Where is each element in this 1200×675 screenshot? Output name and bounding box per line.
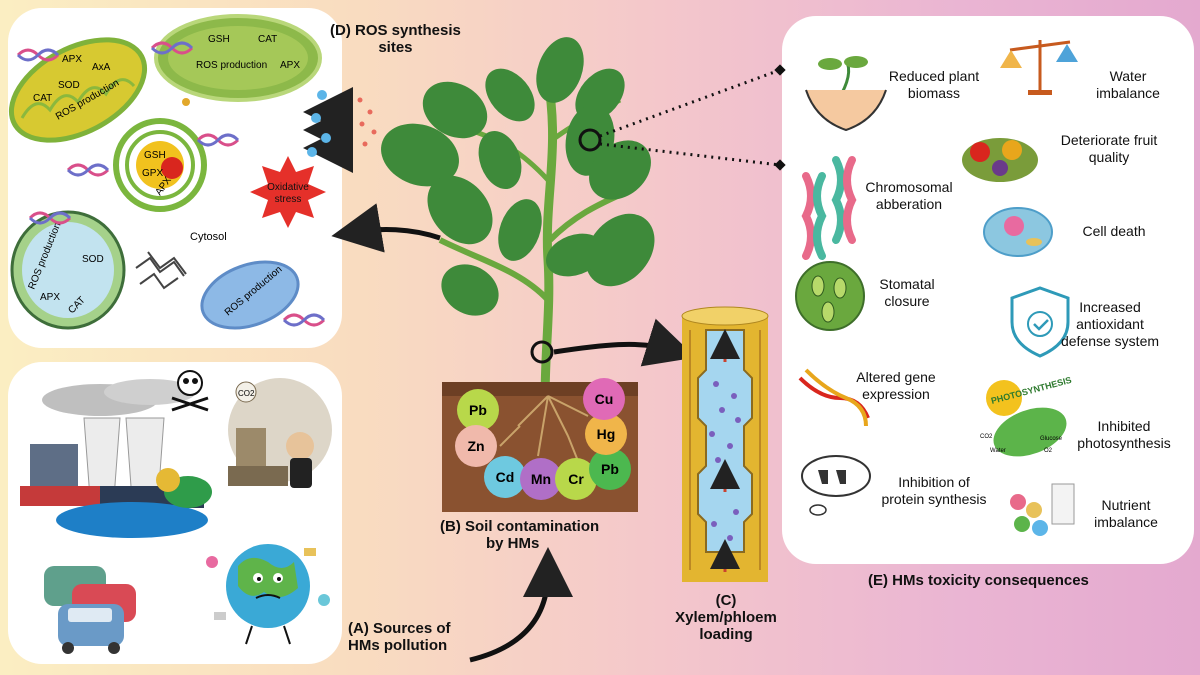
mito1-apx: APX bbox=[62, 54, 82, 65]
ros-arrow bbox=[331, 203, 441, 253]
co2-bubble-label: CO2 bbox=[238, 389, 255, 398]
ps-glucose: Glucose bbox=[1040, 436, 1063, 442]
sources-to-soil-arrow bbox=[469, 547, 573, 663]
cytosol-label: Cytosol bbox=[190, 231, 227, 243]
plant-leaves bbox=[381, 37, 655, 316]
endoplasmic-reticulum: GSH GPX APX bbox=[113, 98, 207, 212]
ros-title: (D) ROS synthesis sites bbox=[330, 22, 461, 56]
balance-scale-icon bbox=[1000, 40, 1078, 95]
dna-icon bbox=[16, 48, 60, 62]
metal-hg: Hg bbox=[597, 426, 616, 442]
sprout-hands-icon bbox=[805, 56, 887, 132]
polluted-earth-illustration bbox=[206, 544, 330, 645]
cars-illustration bbox=[44, 566, 136, 654]
industry-illustration bbox=[20, 379, 212, 538]
xylem-column bbox=[681, 306, 769, 582]
oxidative-stress-burst: Oxidative stress bbox=[250, 156, 326, 228]
chloro-gsh: GSH bbox=[208, 34, 230, 45]
photosynthesis-icon: PHOTOSYNTHESIS Water Glucose CO2 O2 bbox=[980, 375, 1073, 457]
ribosome-icon bbox=[801, 455, 871, 516]
dna-icon bbox=[150, 41, 194, 55]
metal-cr: Cr bbox=[568, 471, 584, 487]
er-gpx: GPX bbox=[142, 168, 163, 179]
membrane-channel bbox=[303, 87, 377, 173]
skull-crossbones-icon bbox=[171, 370, 209, 412]
chromosome-icon bbox=[801, 156, 857, 260]
mito1-cat: CAT bbox=[33, 93, 52, 104]
sources-title: (A) Sources of HMs pollution bbox=[348, 620, 451, 654]
stomata-icon bbox=[795, 261, 865, 331]
consequence-cell-death: Cell death bbox=[1082, 223, 1146, 239]
ps-water: Water bbox=[990, 448, 1006, 454]
chloro-cat: CAT bbox=[258, 34, 277, 45]
mito1-axa: AxA bbox=[92, 62, 111, 73]
ps-co2: CO2 bbox=[980, 434, 993, 440]
metal-mn: Mn bbox=[531, 471, 551, 487]
metal-cd: Cd bbox=[496, 469, 515, 485]
soil-title: (B) Soil contamination by HMs bbox=[440, 518, 600, 552]
ps-o2: O2 bbox=[1044, 448, 1053, 454]
metal-zn: Zn bbox=[467, 438, 484, 454]
cell-icon bbox=[983, 207, 1053, 257]
dna-helix-icon bbox=[798, 368, 870, 427]
metal-circles: Pb Zn Cd Mn Cr Pb Hg Cu bbox=[455, 378, 631, 500]
chloro-apx: APX bbox=[280, 60, 300, 71]
metal-pb-2: Pb bbox=[601, 461, 619, 477]
er-gsh: GSH bbox=[144, 150, 166, 161]
vac-sod: SOD bbox=[82, 254, 104, 265]
stress-line-2: stress bbox=[275, 194, 302, 205]
xylem-title: (C) Xylem/phloem loading bbox=[675, 592, 777, 643]
metal-cu: Cu bbox=[595, 391, 614, 407]
co2-emission-illustration: CO2 bbox=[228, 378, 332, 488]
squiggle-icon bbox=[135, 251, 187, 290]
mito1-sod: SOD bbox=[58, 80, 80, 91]
consequences-title: (E) HMs toxicity consequences bbox=[868, 572, 1089, 589]
fruits-vegetables-icon bbox=[962, 138, 1038, 182]
shield-check-icon bbox=[1010, 286, 1070, 358]
chloro-ros: ROS production bbox=[196, 60, 267, 71]
metal-pb-1: Pb bbox=[469, 402, 487, 418]
mitochondrion-1: CAT APX SOD AxA ROS production bbox=[8, 37, 148, 143]
nutrient-icon bbox=[1010, 483, 1075, 536]
peroxisome: ROS production SOD APX CAT bbox=[10, 210, 126, 330]
dna-icon bbox=[28, 211, 326, 327]
vac-apx: APX bbox=[40, 292, 60, 303]
dna-icon bbox=[66, 133, 240, 177]
chloroplast: GSH CAT ROS production APX bbox=[154, 14, 322, 102]
stress-line-1: Oxidative bbox=[267, 182, 309, 193]
stem-zoom-marker bbox=[530, 318, 696, 367]
mitochondrion-2: ROS production bbox=[200, 260, 300, 330]
